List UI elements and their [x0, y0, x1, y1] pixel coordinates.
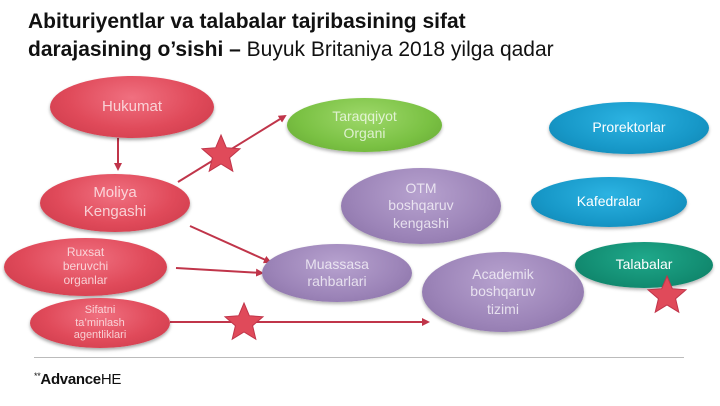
node-otm-line2: boshqaruv — [388, 197, 454, 214]
node-kafedralar: Kafedralar — [531, 177, 687, 227]
star-icon-talabalar — [646, 274, 688, 314]
node-muassasa-line1: Muassasa — [305, 255, 369, 272]
logo-mark: ** — [34, 371, 41, 381]
arrow-ruxsat-to-muassasa — [175, 267, 264, 277]
node-taraqqiyot-line2: Organi — [343, 125, 386, 141]
node-talabalar: Talabalar — [575, 242, 713, 288]
node-talabalar-label: Talabalar — [615, 256, 673, 273]
star-icon-moliya-taraqqiyot — [200, 133, 242, 173]
slide-title: Abituriyentlar va talabalar tajribasinin… — [28, 8, 708, 64]
node-prorektorlar-label: Prorektorlar — [592, 119, 666, 136]
node-moliya-line1: Moliya — [93, 184, 137, 202]
advance-he-logo: **AdvanceHE — [34, 371, 121, 388]
node-kafedralar-label: Kafedralar — [576, 193, 642, 210]
logo-regular-text: HE — [100, 371, 122, 388]
footer-divider — [34, 357, 684, 358]
node-ruxsat-line3: organlar — [63, 272, 108, 287]
node-taraqqiyot-line1: Taraqqiyot — [332, 107, 397, 124]
node-sifatni-line3: agentliklari — [73, 329, 127, 342]
node-ruxsat-line2: beruvchi — [62, 259, 109, 274]
arrow-moliya-to-muassasa — [189, 225, 272, 264]
star-icon-sifatni-line — [223, 301, 265, 341]
node-otm-line3: kengashi — [392, 214, 450, 231]
node-sifatni-line1: Sifatni — [84, 304, 116, 317]
node-otm-line1: OTM — [405, 179, 437, 196]
node-sifatni-line2: ta’minlash — [75, 316, 125, 329]
node-academik-line1: Academik — [472, 265, 534, 282]
node-hukumat-label: Hukumat — [101, 97, 163, 115]
node-muassasa-line2: rahbarlari — [307, 273, 367, 289]
node-prorektorlar: Prorektorlar — [549, 102, 709, 154]
title-bold-line-2: darajasining o’sishi – — [28, 38, 241, 61]
node-ruxsat-line1: Ruxsat — [66, 245, 105, 260]
title-regular-text: Buyuk Britaniya 2018 yilga qadar — [240, 38, 554, 61]
node-academik-line3: tizimi — [487, 300, 519, 317]
node-hukumat: Hukumat — [50, 76, 214, 138]
node-moliya-line2: Kengashi — [83, 203, 147, 220]
node-academik-line2: boshqaruv — [470, 283, 536, 300]
logo-bold-text: Advance — [40, 371, 101, 388]
title-bold-line-1: Abituriyentlar va talabalar tajribasinin… — [28, 10, 466, 33]
